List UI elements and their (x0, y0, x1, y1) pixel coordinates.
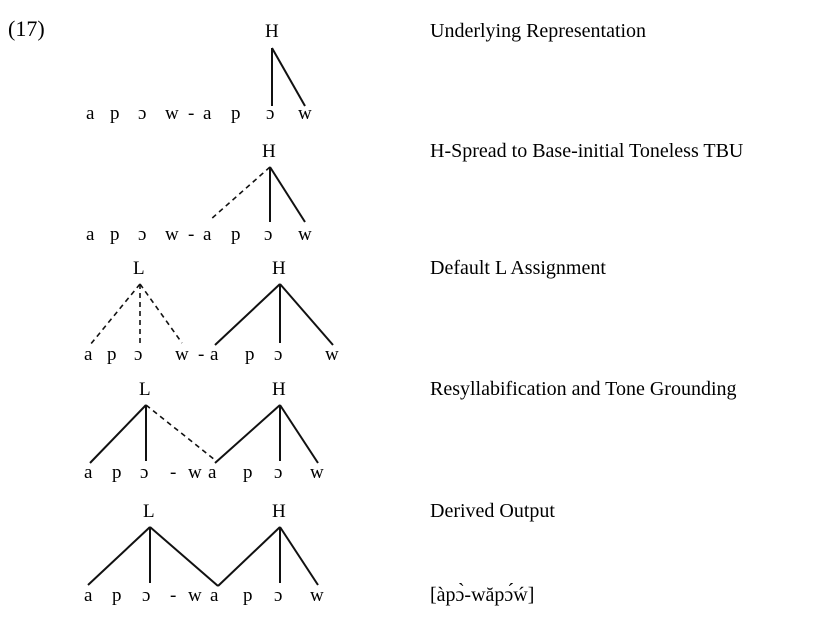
segment: - (188, 224, 194, 245)
segment: a (84, 585, 93, 606)
association-line (89, 404, 147, 464)
segment: ɔ (274, 462, 282, 483)
segment: p (112, 462, 122, 483)
segment: w (188, 462, 202, 483)
default-association-line (89, 283, 141, 346)
segment: ɔ (134, 344, 142, 365)
segment: w (310, 462, 324, 483)
segment-tier: a p ɔ - w a p ɔ w (84, 585, 324, 606)
segment: a (203, 103, 212, 124)
tone-h: H (272, 501, 286, 522)
association-line (269, 166, 306, 223)
segment: ɔ (140, 462, 148, 483)
segment: w (165, 103, 179, 124)
segment: a (210, 344, 219, 365)
default-association-line (139, 283, 183, 344)
segment: p (107, 344, 117, 365)
segment: p (112, 585, 122, 606)
segment-tier: a p ɔ w - a p ɔ w (86, 103, 312, 124)
association-line (279, 404, 319, 464)
association-line (214, 283, 281, 346)
segment: p (231, 224, 241, 245)
segment-tier: a p ɔ - w a p ɔ w (84, 462, 324, 483)
segment: w (175, 344, 189, 365)
segment: - (170, 585, 176, 606)
segment: ɔ (138, 224, 146, 245)
tone-l: L (133, 258, 145, 279)
segment-tier: a p ɔ w - a p ɔ w (86, 224, 312, 245)
segment: - (170, 462, 176, 483)
segment: w (325, 344, 339, 365)
delinked-line (145, 404, 216, 461)
stage-default-l: L H a p ɔ w - a p ɔ w Default L Assignme… (84, 257, 606, 365)
segment: a (208, 462, 217, 483)
stage-underlying: H a p ɔ w - a p ɔ w Underlying Represent… (86, 20, 646, 124)
association-line (279, 526, 319, 586)
stage-derived-output: L H a p ɔ - w a p ɔ w Derived Output [àp… (84, 500, 555, 606)
segment: a (84, 462, 93, 483)
association-line (149, 526, 219, 587)
example-number: (17) (8, 16, 45, 41)
stage-resyllabification: L H a p ɔ - w a p ɔ w Resyllabification … (84, 378, 737, 483)
tone-h: H (272, 379, 286, 400)
segment: - (188, 103, 194, 124)
segment: w (165, 224, 179, 245)
segment: a (86, 103, 95, 124)
stage-label: Default L Assignment (430, 257, 606, 279)
segment: w (298, 103, 312, 124)
segment: - (198, 344, 204, 365)
segment: ɔ (264, 224, 272, 245)
stage-label: Resyllabification and Tone Grounding (430, 378, 737, 400)
segment: a (84, 344, 93, 365)
segment: p (243, 462, 253, 483)
tone-h: H (272, 258, 286, 279)
segment: a (210, 585, 219, 606)
association-line (279, 283, 334, 346)
stage-label: Derived Output (430, 500, 555, 522)
tone-l: L (143, 501, 155, 522)
association-line (87, 526, 151, 586)
segment: p (243, 585, 253, 606)
tone-h: H (262, 141, 276, 162)
segment: w (298, 224, 312, 245)
segment: w (310, 585, 324, 606)
segment: w (188, 585, 202, 606)
stage-label: H-Spread to Base-initial Toneless TBU (430, 140, 744, 162)
association-line (217, 526, 281, 587)
segment: ɔ (274, 585, 282, 606)
stage-label: Underlying Representation (430, 20, 646, 42)
segment: a (203, 224, 212, 245)
output-transcription: [àpɔ̀-wăpɔ́ẃ] (430, 582, 534, 606)
segment: p (245, 344, 255, 365)
segment: a (86, 224, 95, 245)
segment: ɔ (138, 103, 146, 124)
tone-l: L (139, 379, 151, 400)
segment-tier: a p ɔ w - a p ɔ w (84, 344, 339, 365)
spread-line (209, 166, 271, 221)
segment: ɔ (266, 103, 274, 124)
association-line (271, 47, 306, 107)
segment: p (231, 103, 241, 124)
association-line (214, 404, 281, 464)
segment: ɔ (142, 585, 150, 606)
tone-h: H (265, 21, 279, 42)
stage-h-spread: H a p ɔ w - a p ɔ w H-Spread to Base-ini… (86, 140, 744, 245)
segment: ɔ (274, 344, 282, 365)
segment: p (110, 103, 120, 124)
segment: p (110, 224, 120, 245)
